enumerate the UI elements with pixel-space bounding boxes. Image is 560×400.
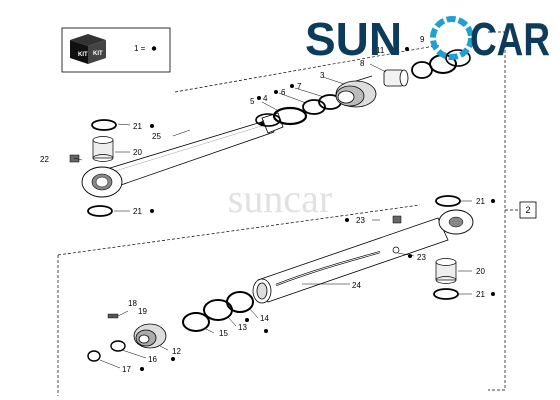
logo-text-sun: SUN xyxy=(305,13,402,65)
callout-24: 24 xyxy=(352,281,361,290)
piston xyxy=(335,75,377,108)
callout-8: 8 xyxy=(360,59,365,68)
seal-ring-6 xyxy=(302,99,326,115)
callout-15: 15 xyxy=(219,329,228,338)
cylinder-head xyxy=(133,323,167,349)
leader-lines xyxy=(73,63,472,369)
seal-ring-11 xyxy=(411,61,433,79)
callout-labels: 3 4 5 6 7 8 9 11 12 13 14 15 16 17 18 19… xyxy=(40,35,485,374)
rod-eye-bushing xyxy=(92,136,114,162)
callout-9: 9 xyxy=(420,35,425,44)
callout-12: 12 xyxy=(172,347,181,356)
callout-11: 11 xyxy=(376,46,385,55)
rod-eye xyxy=(81,166,123,198)
callout-21c: 21 xyxy=(476,197,485,206)
seal-ring-14 xyxy=(226,291,254,313)
callout-23a: 23 xyxy=(356,216,365,225)
callout-20b: 20 xyxy=(476,267,485,276)
seal-ring-17 xyxy=(87,350,101,362)
kit-icon xyxy=(70,34,106,64)
logo-gear-icon xyxy=(430,16,474,60)
grease-fitting-lower-b xyxy=(392,246,400,254)
callout-16: 16 xyxy=(148,355,157,364)
logo-text-car: CAR xyxy=(470,13,550,65)
callout-3: 3 xyxy=(320,71,325,80)
callout-21d: 21 xyxy=(476,290,485,299)
callout-5: 5 xyxy=(250,97,255,106)
callout-21b: 21 xyxy=(133,207,142,216)
seal-ring-15 xyxy=(182,312,210,332)
callout-4: 4 xyxy=(263,94,268,103)
callout-6: 6 xyxy=(281,88,286,97)
cylinder-tube xyxy=(252,217,449,304)
callout-23b: 23 xyxy=(417,253,426,262)
kit-box: KIT KIT 1 = xyxy=(61,27,171,73)
callout-18: 18 xyxy=(128,299,137,308)
callout-25: 25 xyxy=(152,132,161,141)
wiper-ring-upper-bottom xyxy=(87,205,113,217)
guide-bushing xyxy=(383,69,409,87)
seal-ring-11b xyxy=(445,49,471,67)
callout-17: 17 xyxy=(122,365,131,374)
callout-13: 13 xyxy=(238,323,247,332)
callout-19: 19 xyxy=(138,307,147,316)
callout-7: 7 xyxy=(297,82,302,91)
kit-box-label-left: KIT xyxy=(78,52,88,58)
seal-ring-5 xyxy=(255,113,281,127)
piston-rod xyxy=(109,112,284,187)
wiper-ring-lower-bottom xyxy=(433,288,459,300)
grease-fitting-lower-a xyxy=(392,215,402,224)
callout-bullets xyxy=(140,47,495,371)
callout-14: 14 xyxy=(260,314,269,323)
wiper-ring-upper-top xyxy=(91,119,117,131)
assembly-frame xyxy=(57,31,518,396)
watermark-text: suncar xyxy=(228,176,332,221)
assembly-ref-box: 2 xyxy=(519,201,537,219)
kit-bullet xyxy=(151,46,157,51)
callout-21a: 21 xyxy=(133,122,142,131)
wiper-ring-lower-top xyxy=(435,195,461,207)
kit-box-label-right: KIT xyxy=(93,51,103,57)
seal-ring-16 xyxy=(110,340,126,352)
suncar-logo: SUN CAR xyxy=(305,13,550,65)
tube-eye xyxy=(438,209,474,235)
set-screw xyxy=(107,313,119,319)
callout-22: 22 xyxy=(40,155,49,164)
callout-20a: 20 xyxy=(133,148,142,157)
seal-ring-4 xyxy=(272,106,308,126)
tube-eye-bushing xyxy=(435,258,457,284)
grease-fitting-upper xyxy=(69,154,80,163)
kit-quantity-text: 1 = xyxy=(134,44,146,53)
assembly-ref-label: 2 xyxy=(525,205,530,215)
